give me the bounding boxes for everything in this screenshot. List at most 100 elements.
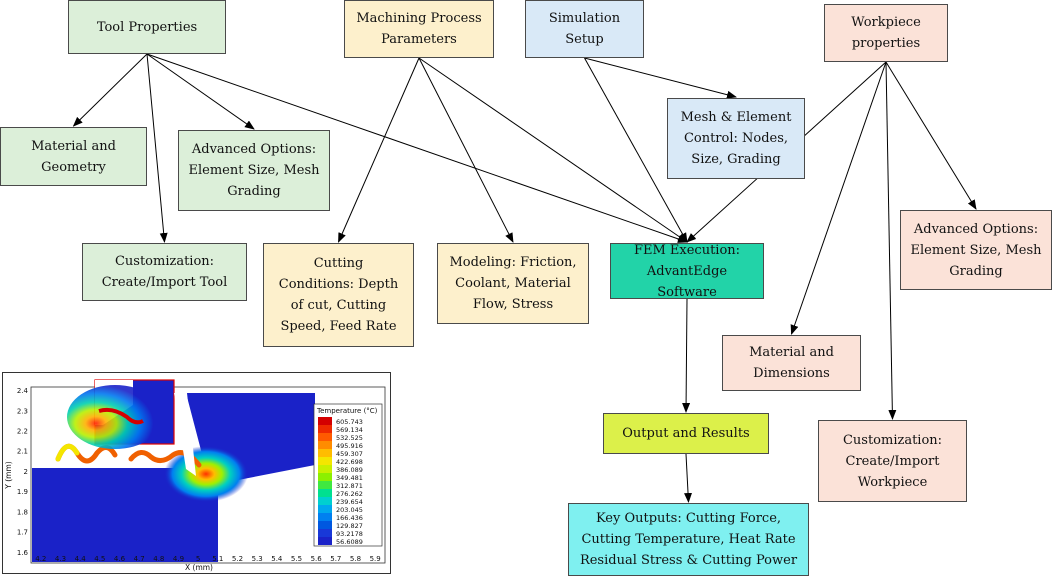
- y-tick-label: 2.3: [17, 407, 28, 415]
- workpiece-properties-box: Workpiece properties: [824, 4, 948, 62]
- x-axis-label: X (mm): [185, 563, 213, 572]
- machining-params-box: Machining Process Parameters: [344, 0, 494, 58]
- legend-value: 459.307: [336, 450, 363, 458]
- legend-swatch: [318, 417, 332, 425]
- legend-swatch: [318, 449, 332, 457]
- y-tick-label: 2: [24, 468, 28, 476]
- workpiece-customization-label: Customization: Create/Import Workpiece: [842, 432, 943, 490]
- output-results-box: Output and Results: [603, 413, 769, 454]
- simulation-setup-label: Simulation Setup: [548, 11, 621, 47]
- legend-swatch: [318, 433, 332, 441]
- legend-value: 422.698: [336, 458, 363, 466]
- legend-swatch: [318, 537, 332, 545]
- tool-advanced-options-label: Advanced Options: Element Size, Mesh Gra…: [188, 142, 320, 199]
- x-tick-label: 4.2: [35, 555, 46, 563]
- arrow-tool_properties-to-tool_advanced_options: [146, 53, 255, 130]
- x-tick-label: 4.8: [153, 555, 164, 563]
- x-tick-label: 5: [196, 555, 200, 563]
- legend-value: 203.045: [336, 506, 363, 514]
- y-axis-label: Y (mm): [4, 461, 13, 490]
- x-tick-label: 5.5: [291, 555, 302, 563]
- x-tick-label: 4.3: [55, 555, 66, 563]
- x-tick-label: 4.4: [75, 555, 87, 563]
- arrow-simulation_setup-to-mesh_control: [584, 57, 737, 99]
- key-outputs-label: Key Outputs: Cutting Force, Cutting Temp…: [579, 511, 798, 568]
- x-tick-label: 4.5: [94, 555, 105, 563]
- legend-value: 166.436: [336, 514, 363, 522]
- workpiece-customization-box: Customization: Create/Import Workpiece: [818, 420, 967, 502]
- legend-swatch: [318, 529, 332, 537]
- legend-value: 312.871: [336, 482, 363, 490]
- fem-execution-label: FEM Execution: AdvantEdge Software: [633, 242, 741, 300]
- legend-swatch: [318, 465, 332, 473]
- legend-value: 495.916: [336, 442, 363, 450]
- x-tick-label: 5.2: [232, 555, 243, 563]
- arrow-fem_execution-to-output_results: [682, 298, 691, 413]
- tool-material-geometry-box: Material and Geometry: [0, 127, 147, 186]
- modeling-label: Modeling: Friction, Coolant, Material Fl…: [449, 255, 577, 312]
- x-tick-label: 5.7: [330, 555, 341, 563]
- legend-swatch: [318, 441, 332, 449]
- workpiece-mesh: [32, 468, 218, 562]
- legend-value: 532.525: [336, 434, 363, 442]
- tool-properties-label: Tool Properties: [96, 19, 198, 35]
- arrow-machining_params-to-modeling: [418, 57, 514, 243]
- x-tick-label: 5.4: [271, 555, 283, 563]
- legend-value: 129.827: [336, 522, 363, 530]
- legend-value: 239.654: [336, 498, 363, 506]
- tool-customization-box: Customization: Create/Import Tool: [82, 243, 247, 301]
- x-tick-label: 5.3: [252, 555, 263, 563]
- legend-title: Temperature (°C): [316, 407, 378, 415]
- tool-material-geometry-label: Material and Geometry: [31, 138, 116, 175]
- tool-properties-box: Tool Properties: [68, 0, 226, 54]
- arrow-output_results-to-key_outputs: [684, 453, 693, 503]
- y-tick-label: 1.8: [17, 508, 28, 516]
- y-tick-label: 1.7: [17, 529, 28, 537]
- legend-value: 605.743: [336, 418, 363, 426]
- workpiece-properties-label: Workpiece properties: [851, 15, 921, 51]
- arrow-machining_params-to-fem_execution: [418, 57, 688, 243]
- arrow-workpiece_props-to-wp_material_dimensions: [790, 61, 887, 335]
- y-tick-label: 1.6: [17, 549, 29, 557]
- legend-swatch: [318, 513, 332, 521]
- arrow-tool_properties-to-tool_material_geometry: [72, 53, 148, 127]
- tool-advanced-options-box: Advanced Options: Element Size, Mesh Gra…: [178, 130, 330, 211]
- workpiece-advanced-options-box: Advanced Options: Element Size, Mesh Gra…: [900, 210, 1052, 290]
- legend-swatch: [318, 521, 332, 529]
- legend-value: 386.089: [336, 466, 363, 474]
- legend-value: 93.2178: [336, 530, 363, 538]
- legend-swatch: [318, 505, 332, 513]
- x-tick-label: 4.7: [134, 555, 145, 563]
- mesh-control-box: Mesh & Element Control: Nodes, Size, Gra…: [667, 98, 805, 179]
- y-tick-label: 2.2: [17, 428, 28, 436]
- legend-swatch: [318, 425, 332, 433]
- machining-params-label: Machining Process Parameters: [356, 11, 482, 47]
- x-tick-label: 4.9: [173, 555, 184, 563]
- workpiece-material-dimensions-box: Material and Dimensions: [722, 335, 861, 391]
- x-tick-label: 4.6: [114, 555, 126, 563]
- x-tick-label: 5.1: [212, 555, 223, 563]
- legend-swatch: [318, 497, 332, 505]
- legend-swatch: [318, 473, 332, 481]
- legend-value: 56.6089: [336, 538, 363, 546]
- cutting-conditions-box: Cutting Conditions: Depth of cut, Cuttin…: [263, 243, 414, 347]
- temperature-legend: Temperature (°C) 605.743569.134532.52549…: [313, 403, 383, 547]
- arrow-workpiece_props-to-wp_advanced_options: [885, 61, 977, 210]
- cutting-conditions-label: Cutting Conditions: Depth of cut, Cuttin…: [278, 256, 399, 334]
- tool-customization-label: Customization: Create/Import Tool: [101, 254, 228, 290]
- arrow-machining_params-to-cutting_conditions: [338, 57, 420, 243]
- fem-execution-box: FEM Execution: AdvantEdge Software: [610, 243, 764, 300]
- y-tick-label: 2.1: [17, 448, 28, 456]
- workpiece-material-dimensions-label: Material and Dimensions: [749, 345, 834, 381]
- y-tick-label: 2.4: [17, 387, 29, 395]
- x-tick-label: 5.8: [350, 555, 361, 563]
- x-tick-label: 5.6: [311, 555, 323, 563]
- x-tick-label: 5.9: [370, 555, 381, 563]
- legend-swatch: [318, 481, 332, 489]
- modeling-box: Modeling: Friction, Coolant, Material Fl…: [437, 243, 589, 324]
- arrow-tool_properties-to-tool_customization: [146, 53, 168, 243]
- y-tick-label: 1.9: [17, 488, 28, 496]
- arrow-tool_properties-to-fem_execution: [146, 53, 688, 243]
